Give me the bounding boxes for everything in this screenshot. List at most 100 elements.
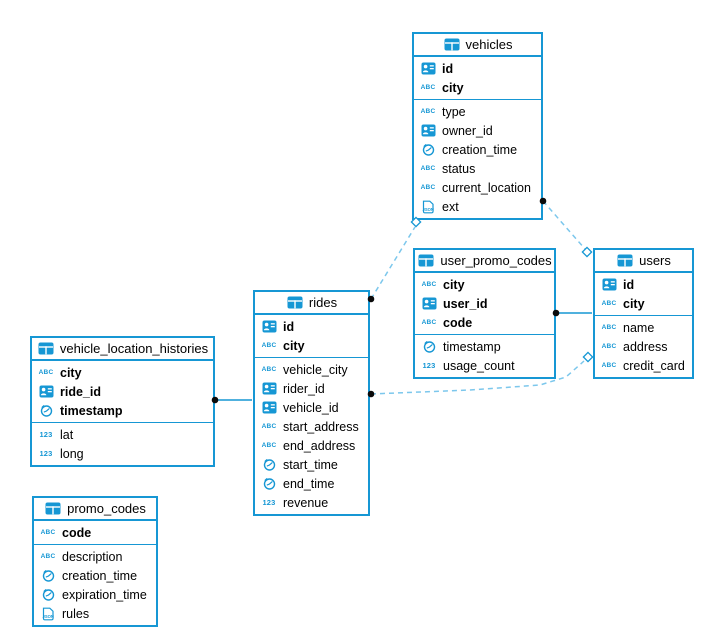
column-name: rider_id <box>283 381 325 396</box>
text-type-icon: ABC <box>261 442 277 449</box>
table-header[interactable]: rides <box>255 292 368 315</box>
table-title: vehicle_location_histories <box>59 341 209 356</box>
column-name: timestamp <box>443 339 501 354</box>
table-title: vehicles <box>465 37 513 52</box>
column-row[interactable]: id <box>414 59 541 78</box>
table-header[interactable]: user_promo_codes <box>415 250 554 273</box>
text-type-icon: ABC <box>420 108 436 115</box>
clock-icon <box>37 404 55 417</box>
column-name: revenue <box>283 495 329 510</box>
column-name: name <box>623 320 655 335</box>
column-name: address <box>623 339 668 354</box>
column-name: creation_time <box>62 568 138 583</box>
column-row[interactable]: ABC city <box>595 294 692 313</box>
column-row[interactable]: start_time <box>255 455 368 474</box>
table-header[interactable]: promo_codes <box>34 498 156 521</box>
column-name: id <box>283 319 295 334</box>
table-header[interactable]: vehicle_location_histories <box>32 338 213 361</box>
table-title: promo_codes <box>67 501 146 516</box>
column-row[interactable]: timestamp <box>415 337 554 356</box>
text-type-icon: ABC <box>40 529 56 536</box>
column-row[interactable]: id <box>255 317 368 336</box>
relationship-line-vehicles-users <box>542 200 586 250</box>
column-name: ext <box>442 199 459 214</box>
column-name: creation_time <box>442 142 518 157</box>
column-name: owner_id <box>442 123 493 138</box>
text-type-icon: ABC <box>40 553 56 560</box>
column-name: lat <box>60 427 74 442</box>
column-name: usage_count <box>443 358 515 373</box>
text-type-icon: ABC <box>261 342 277 349</box>
column-row[interactable]: creation_time <box>34 566 156 585</box>
table-header[interactable]: users <box>595 250 692 273</box>
id-badge-icon <box>260 382 278 395</box>
table-header[interactable]: vehicles <box>414 34 541 57</box>
column-name: start_time <box>283 457 338 472</box>
column-row[interactable]: 123 revenue <box>255 493 368 512</box>
text-type-icon: ABC <box>601 300 617 307</box>
column-row[interactable]: ride_id <box>32 382 213 401</box>
id-badge-icon <box>419 62 437 75</box>
column-row[interactable]: expiration_time <box>34 585 156 604</box>
column-row[interactable]: creation_time <box>414 140 541 159</box>
column-row[interactable]: end_time <box>255 474 368 493</box>
column-row[interactable]: user_id <box>415 294 554 313</box>
column-row[interactable]: ABC city <box>414 78 541 97</box>
clock-icon <box>419 143 437 156</box>
column-row[interactable]: timestamp <box>32 401 213 420</box>
text-type-icon: ABC <box>420 84 436 91</box>
svg-text:JSON: JSON <box>42 614 53 619</box>
column-name: id <box>623 277 635 292</box>
text-type-icon: ABC <box>261 366 277 373</box>
column-row[interactable]: rider_id <box>255 379 368 398</box>
text-type-icon: ABC <box>420 165 436 172</box>
column-name: current_location <box>442 180 531 195</box>
column-name: city <box>60 365 82 380</box>
column-name: city <box>442 80 464 95</box>
column-row[interactable]: vehicle_id <box>255 398 368 417</box>
column-name: city <box>623 296 645 311</box>
text-type-icon: ABC <box>601 362 617 369</box>
id-badge-icon <box>37 385 55 398</box>
column-name: id <box>442 61 454 76</box>
column-name: end_time <box>283 476 335 491</box>
column-name: code <box>443 315 473 330</box>
column-row[interactable]: id <box>595 275 692 294</box>
number-type-icon: 123 <box>262 498 276 507</box>
column-row[interactable]: owner_id <box>414 121 541 140</box>
table-title: rides <box>308 295 338 310</box>
id-badge-icon <box>420 297 438 310</box>
